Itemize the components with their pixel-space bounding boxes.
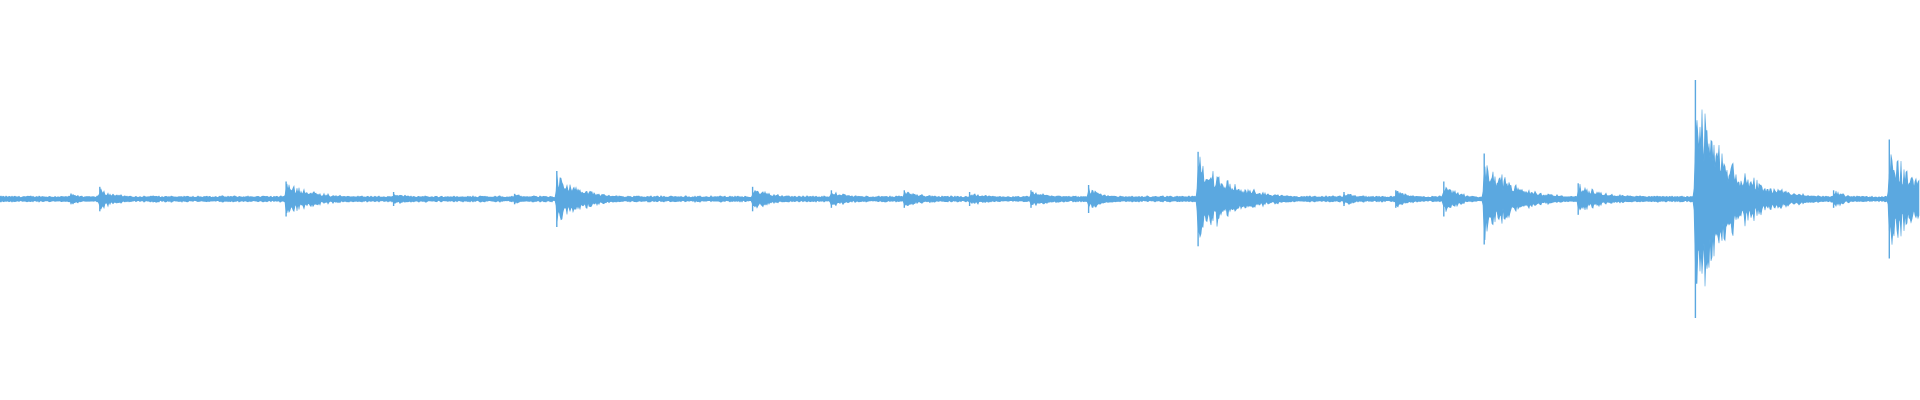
waveform-series-area [0,109,1920,287]
waveform-bars [0,80,1920,318]
